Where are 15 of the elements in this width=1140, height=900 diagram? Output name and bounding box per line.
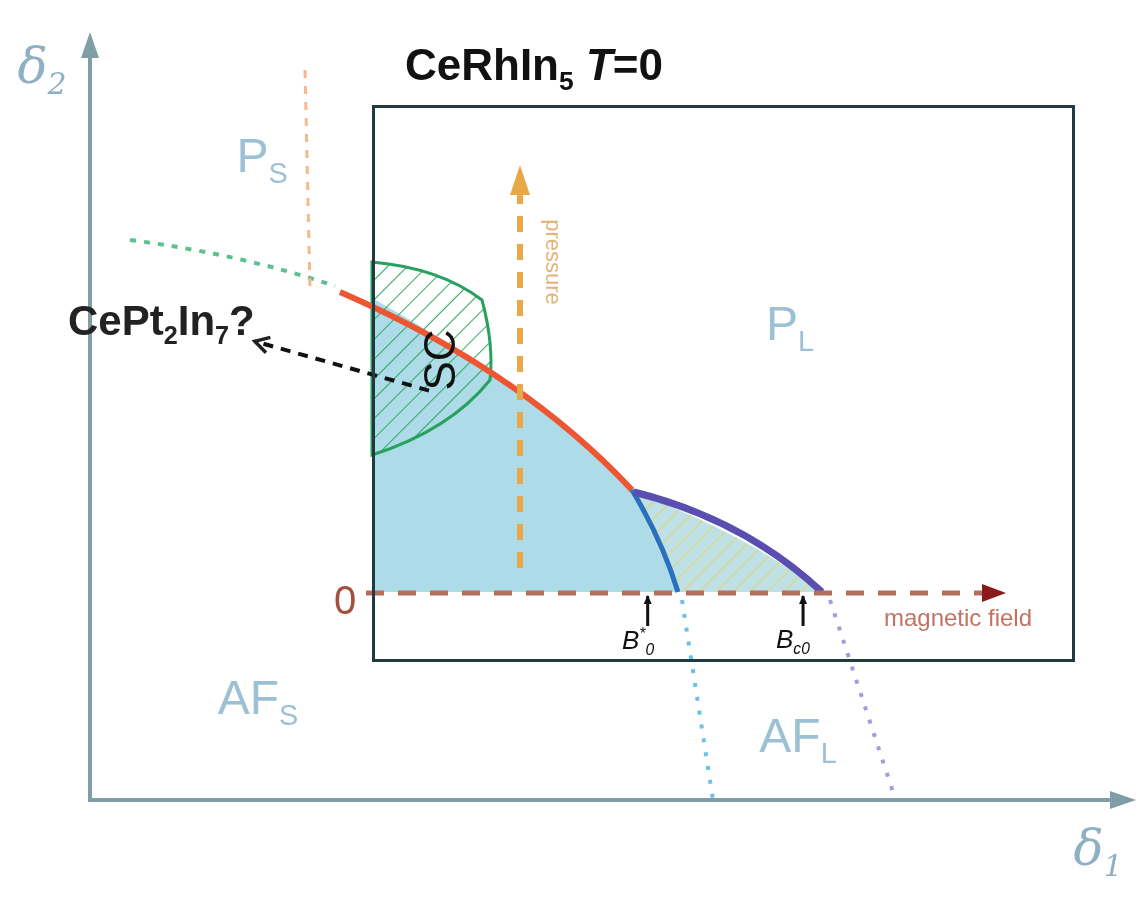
panel-title: CeRhIn$_{5}$ T=0: [405, 40, 663, 97]
magnetic-field-label: magnetic field: [883, 606, 1033, 630]
phase-label: P$_{S}$: [236, 132, 288, 188]
region-label: SC: [418, 329, 462, 391]
pressure-label: pressure: [542, 219, 564, 305]
axis-label: δ$_{1}$: [1073, 823, 1123, 881]
axis-zero-label: 0: [333, 580, 357, 620]
dashed-arrow: [252, 335, 430, 393]
leader-arrow: [799, 595, 808, 626]
phase-label: P$_{L}$: [766, 300, 814, 356]
phase-label: AF$_{L}$: [759, 712, 837, 768]
field-label: B$_{c0}$: [776, 626, 810, 657]
axis-label: δ$_{2}$: [17, 41, 67, 99]
phase-label: AF$_{S}$: [217, 674, 299, 730]
leader-arrow: [643, 595, 652, 626]
